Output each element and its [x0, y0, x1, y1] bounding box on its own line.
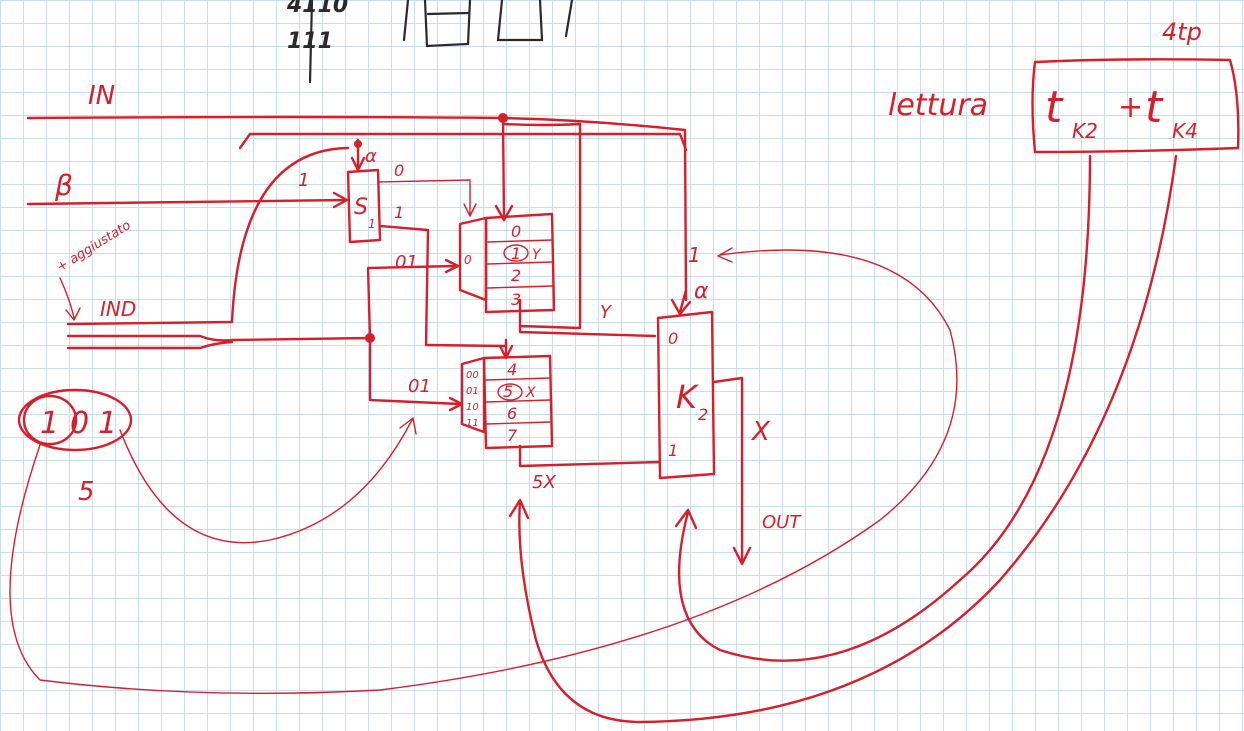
- selector-box: [346, 168, 382, 244]
- addr-label-1: 01: [395, 252, 418, 273]
- ind-bus-3: [66, 340, 234, 350]
- k2-box: [656, 310, 716, 480]
- formula-term1-sub: K2: [1072, 119, 1098, 143]
- bank-bottom-code-1: 01: [466, 386, 479, 397]
- selector-out1: 1: [394, 203, 404, 222]
- out-wire: [712, 376, 752, 566]
- bits-to-bank-arrow: [119, 417, 417, 544]
- selector-out1-wire: [378, 224, 507, 348]
- ind-bus-2: [66, 334, 372, 342]
- bank-bottom-row-1: 5: [503, 382, 513, 401]
- k2-name: K: [676, 378, 700, 416]
- bank-bottom-input-arrow: [498, 338, 514, 360]
- address-outer-loop: [17, 388, 133, 452]
- bank-top-row-0: 0: [511, 222, 521, 241]
- top-box-sketch: [402, 0, 574, 48]
- selector-sub: 1: [368, 217, 376, 231]
- bank-bottom-row-3: 7: [507, 426, 518, 445]
- k2-in1: 1: [668, 441, 678, 460]
- x-wire: [518, 444, 662, 468]
- beta-label: β: [54, 169, 73, 202]
- beta-bit: 1: [298, 170, 309, 191]
- reading-label: lettura: [888, 88, 988, 123]
- bank-bottom-code-2: 10: [466, 402, 479, 413]
- bank-bottom-row-1-mark: [497, 383, 523, 401]
- selector-out0: 0: [394, 161, 404, 180]
- bank-bottom-code-3: 11: [466, 418, 479, 429]
- ind-to-k2-top: [238, 132, 688, 152]
- alpha-wire-label: α: [694, 279, 709, 304]
- reading-formula: t K2 + t K4: [1045, 82, 1198, 143]
- bit-to-k2-arrow: [9, 247, 958, 695]
- selector-name: S: [354, 195, 368, 220]
- selector-alpha: α: [365, 146, 377, 167]
- bank-bottom-dividers: [485, 377, 551, 425]
- out-label: OUT: [762, 512, 802, 533]
- bank-bottom-row-2: 6: [507, 404, 517, 423]
- beta-line: [26, 191, 349, 209]
- bank-bottom-code-0: 00: [466, 370, 479, 381]
- k2-in0: 0: [668, 329, 678, 348]
- bank-bottom-x: X: [525, 385, 536, 401]
- bank-top-row-1-mark: [503, 244, 529, 262]
- bank-top-y: Y: [532, 247, 542, 263]
- corner-annotation: 4tp: [1162, 18, 1202, 46]
- addr-label-2: 01: [408, 376, 431, 397]
- ind-bus-1: [66, 146, 350, 326]
- formula-box: [1031, 58, 1240, 154]
- top-divider: [308, 0, 314, 84]
- bank-top-row-2: 2: [511, 266, 521, 285]
- addr-wire-2: [368, 336, 464, 412]
- ind-label: IND: [100, 297, 136, 321]
- formula-plus: +: [1118, 90, 1143, 125]
- selector-out0-wire: [377, 179, 477, 217]
- tk2-to-k2-arrow: [674, 154, 1092, 662]
- address-first-bit-circle: [22, 394, 78, 446]
- bank-top-box: [484, 212, 556, 314]
- bank-bottom-mux: [460, 356, 486, 434]
- in-line: [26, 115, 688, 302]
- fivex-label: 5X: [532, 472, 556, 493]
- bank-top-dividers: [487, 239, 553, 289]
- bank-bottom-box: [482, 354, 554, 450]
- address-value: 5: [78, 477, 95, 507]
- selector-alpha-dot: [354, 140, 362, 148]
- formula-term2-sub: K4: [1172, 119, 1198, 143]
- y-wire-label: Y: [600, 302, 613, 323]
- top-bits-upper: 4110: [286, 0, 348, 18]
- y-wire: [518, 324, 657, 338]
- address-bit-1: 0: [70, 406, 89, 441]
- alpha-wire-arrow: [670, 288, 692, 316]
- bank-top-row-3: 3: [511, 290, 521, 309]
- out-x-label: X: [750, 417, 771, 447]
- bank-top-row-1: 1: [511, 244, 521, 263]
- address-bit-2: 1: [98, 406, 117, 441]
- address-bits: 1 0 1: [17, 388, 133, 452]
- in-label: IN: [88, 81, 115, 111]
- in-return: [501, 122, 582, 330]
- aggiustato-note: + aggiustato: [54, 218, 133, 275]
- tk4-to-bank-arrow: [508, 154, 1178, 724]
- aggiustato-arrow: [59, 277, 81, 321]
- k2-sub: 2: [698, 405, 708, 424]
- address-bit-0: 1: [40, 406, 59, 441]
- bank-top-sel: 0: [464, 253, 472, 267]
- bank-bottom-row-0: 4: [507, 360, 517, 379]
- one-wire-label: 1: [688, 243, 701, 267]
- addr-wire-1: [366, 258, 460, 340]
- formula-term2: t: [1145, 82, 1164, 133]
- formula-term1: t: [1045, 82, 1064, 133]
